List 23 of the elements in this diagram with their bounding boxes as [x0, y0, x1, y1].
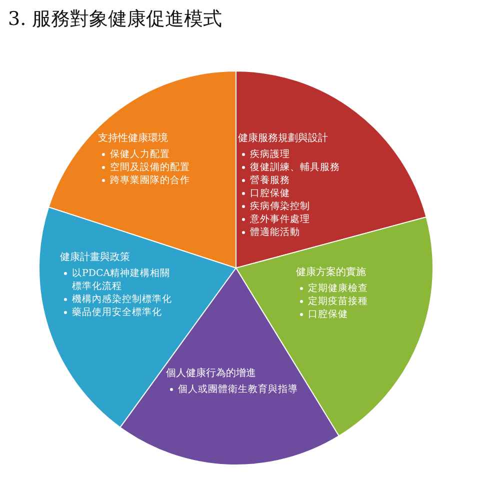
segment-heading: 健康計畫與政策: [60, 251, 131, 264]
bullet-item: 機構內感染控制標準化: [72, 293, 172, 306]
bullet-item: 定期疫苗接種: [308, 295, 368, 308]
segment-heading: 支持性健康環境: [98, 132, 169, 145]
bullet-item: 意外事件處理: [250, 213, 310, 226]
bullet-item: 以PDCA精神建構相關標準化流程: [72, 267, 172, 293]
page-title: 3. 服務對象健康促進模式: [8, 7, 222, 32]
bullet-item: 營養服務: [250, 174, 290, 187]
bullet-item: 疾病傳染控制: [250, 200, 310, 213]
bullet-item: 藥品使用安全標準化: [72, 306, 162, 319]
bullet-item: 定期健康檢查: [308, 282, 368, 295]
bullet-item: 口腔保健: [250, 187, 290, 200]
bullet-item: 跨專業團隊的合作: [110, 174, 190, 187]
bullet-item: 體適能活動: [250, 226, 300, 239]
bullet-item: 復健訓練、輔具服務: [250, 161, 340, 174]
bullet-item: 空間及設備的配置: [110, 161, 190, 174]
bullet-item: 口腔保健: [308, 308, 348, 321]
segment-heading: 健康方案的實施: [296, 266, 367, 279]
segment-heading: 個人健康行為的增進: [166, 367, 257, 380]
bullet-item: 保健人力配置: [110, 148, 170, 161]
bullet-item: 疾病護理: [250, 148, 290, 161]
bullet-item: 個人或團體衛生教育與指導: [178, 383, 298, 396]
segment-heading: 健康服務規劃與設計: [238, 132, 329, 145]
